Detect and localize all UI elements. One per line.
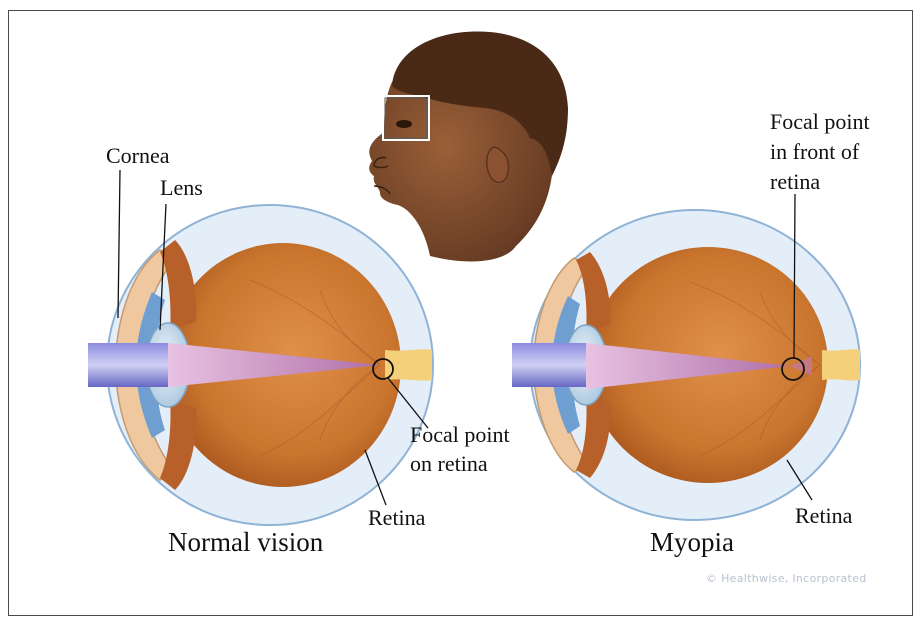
- retina-label-left: Retina: [368, 506, 425, 530]
- lens-label: Lens: [160, 176, 203, 200]
- myopia-caption: Myopia: [650, 528, 734, 558]
- focal-point-on-retina-line1: Focal point: [410, 423, 510, 447]
- retina-label-right: Retina: [795, 504, 852, 528]
- focal-point-front-line2: in front of: [770, 140, 859, 164]
- copyright-credit: © Healthwise, Incorporated: [706, 572, 867, 585]
- focal-point-front-line3: retina: [770, 170, 820, 194]
- head-profile: [369, 31, 568, 261]
- normal-vision-caption: Normal vision: [168, 528, 323, 558]
- cornea-label: Cornea: [106, 144, 170, 168]
- focal-point-on-retina-line2: on retina: [410, 452, 488, 476]
- normal-eye: [88, 205, 433, 525]
- focal-point-front-line1: Focal point: [770, 110, 870, 134]
- myopia-eye: [512, 210, 860, 520]
